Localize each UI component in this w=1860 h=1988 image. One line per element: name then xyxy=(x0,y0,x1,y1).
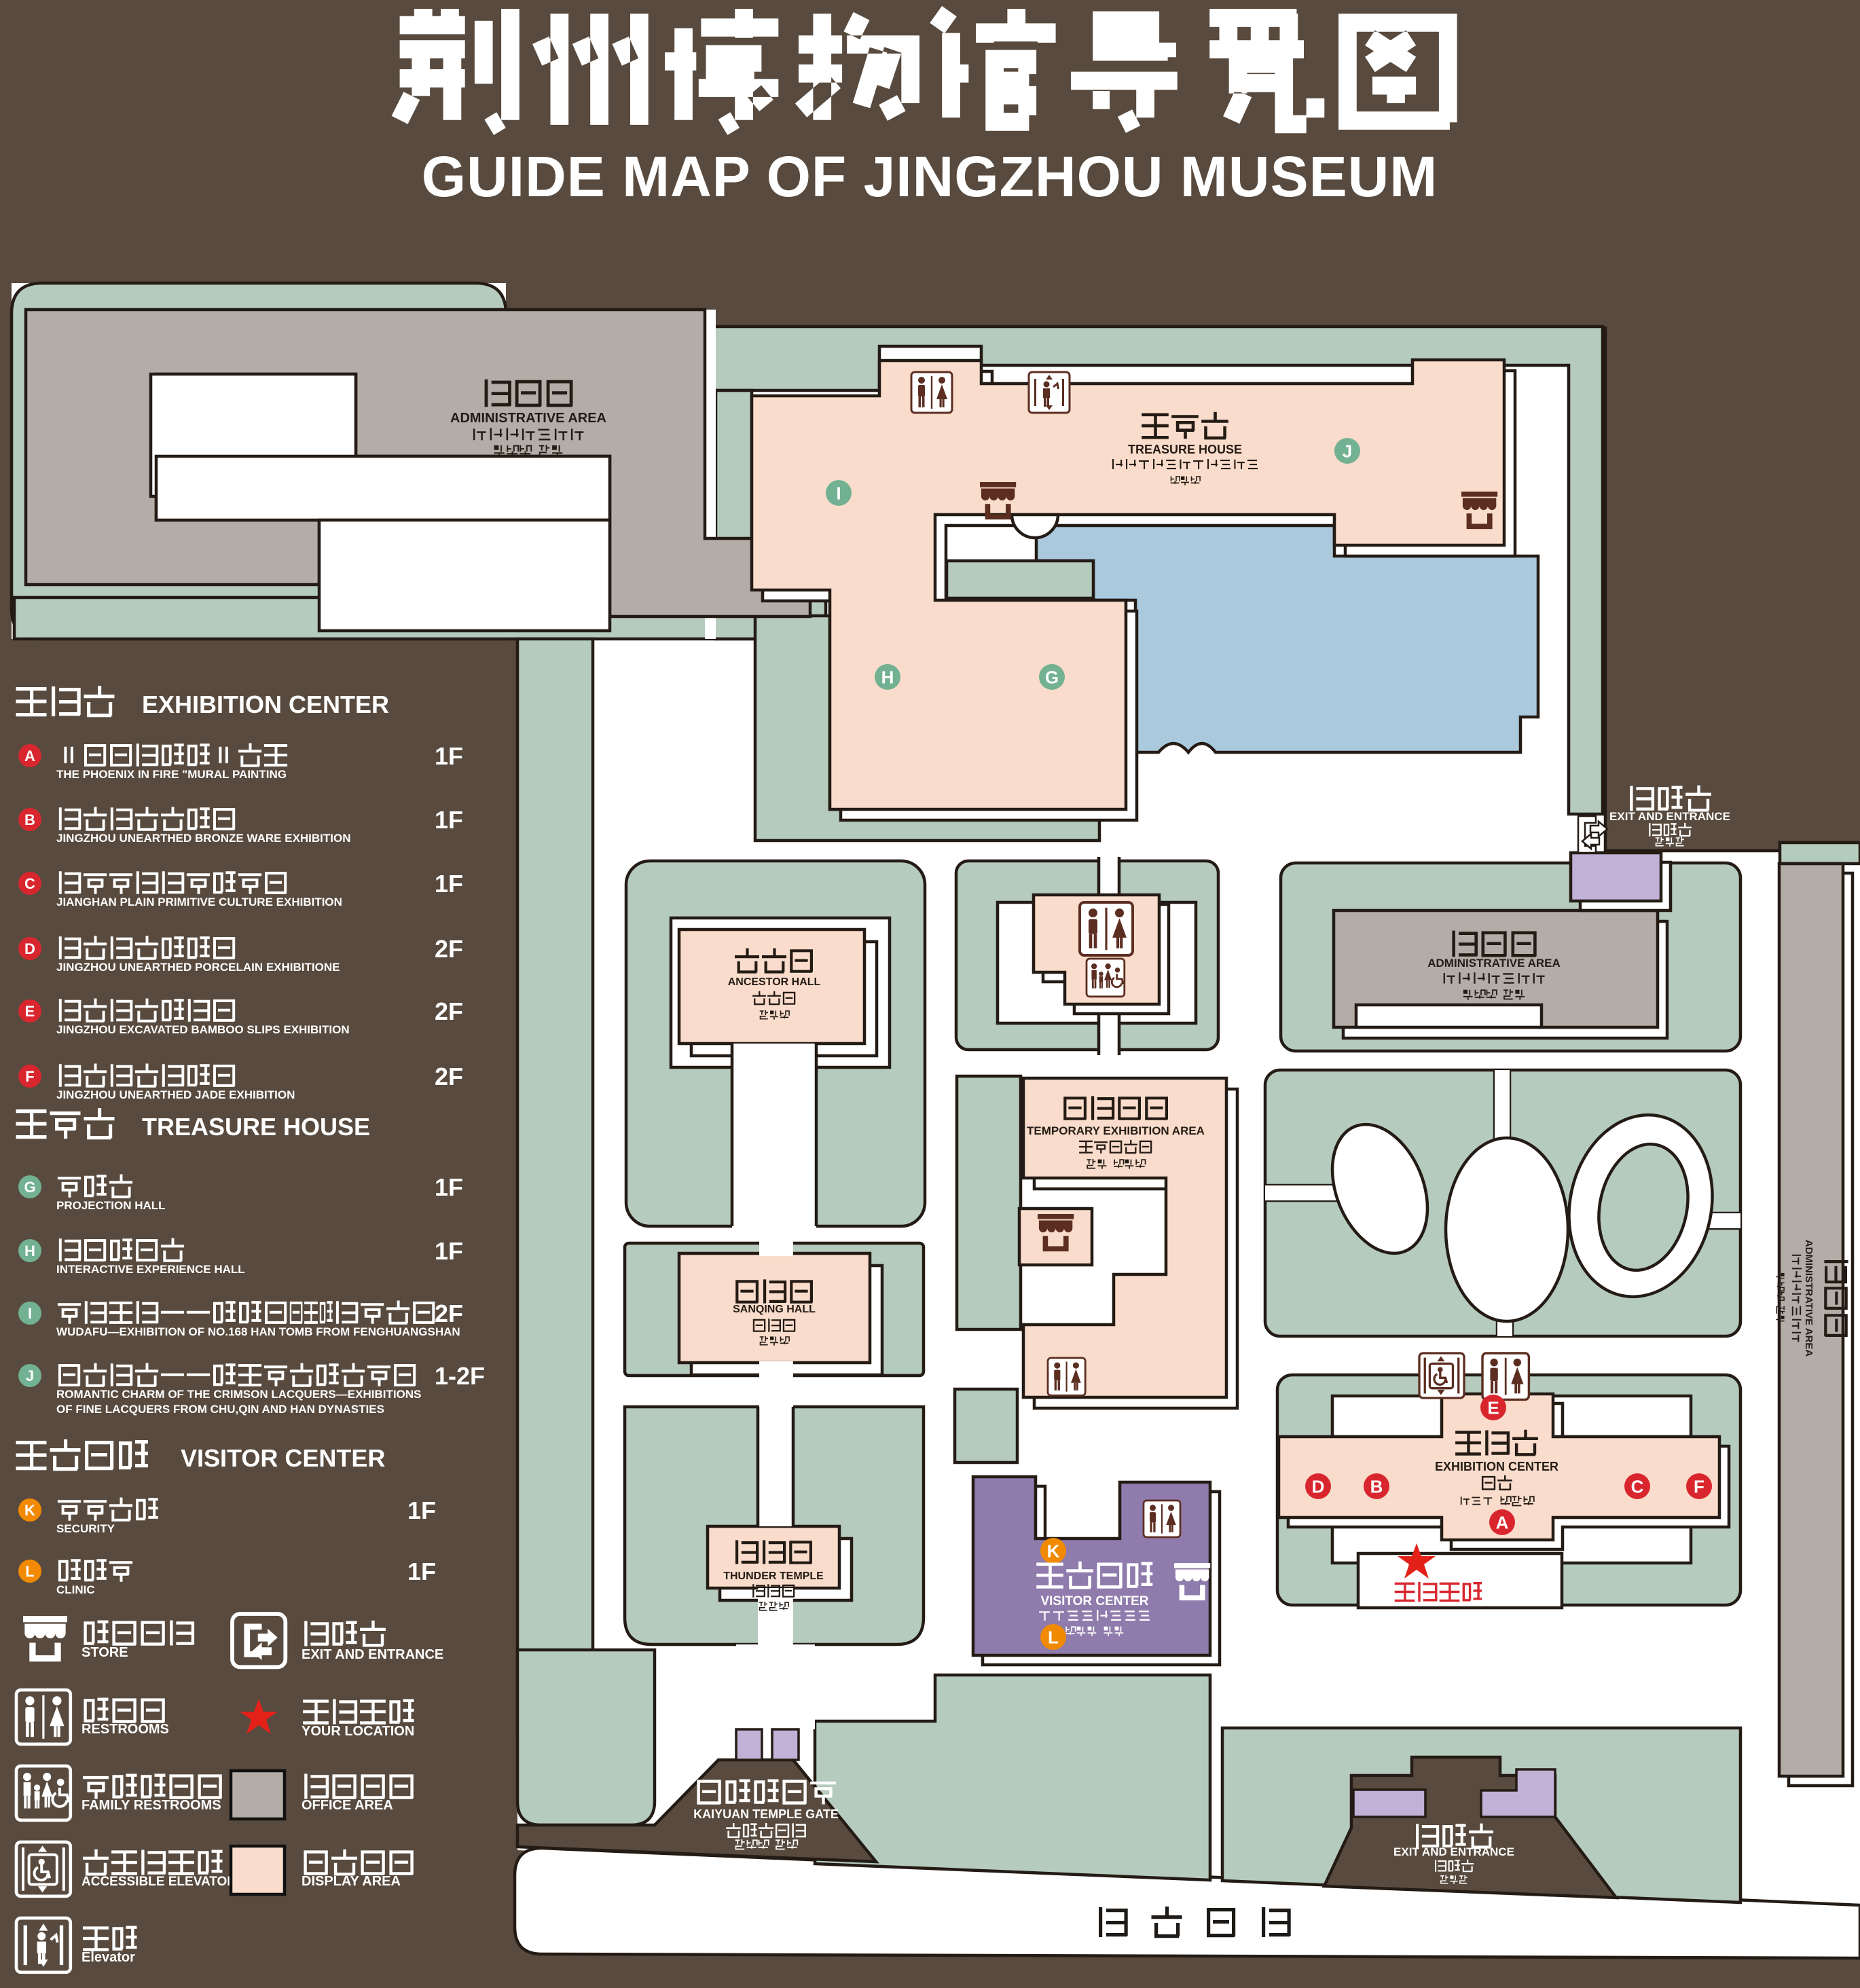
svg-text:INTERACTIVE EXPERIENCE HALL: INTERACTIVE EXPERIENCE HALL xyxy=(56,1263,245,1276)
svg-text:EXIT AND ENTRANCE: EXIT AND ENTRANCE xyxy=(1393,1845,1514,1858)
svg-text:RESTROOMS: RESTROOMS xyxy=(81,1722,169,1737)
svg-text:B: B xyxy=(1370,1476,1383,1496)
svg-text:DISPLAY AREA: DISPLAY AREA xyxy=(302,1874,401,1889)
svg-text:K: K xyxy=(24,1502,35,1519)
svg-text:EXHIBITION CENTER: EXHIBITION CENTER xyxy=(1435,1460,1558,1473)
svg-text:TREASURE HOUSE: TREASURE HOUSE xyxy=(142,1113,370,1141)
svg-text:1F: 1F xyxy=(407,1558,436,1585)
svg-text:VISITOR CENTER: VISITOR CENTER xyxy=(181,1444,385,1472)
svg-text:KAIYUAN TEMPLE GATE: KAIYUAN TEMPLE GATE xyxy=(693,1807,839,1821)
svg-text:GUIDE MAP OF JINGZHOU MUSEUM: GUIDE MAP OF JINGZHOU MUSEUM xyxy=(422,145,1438,208)
svg-text:1-2F: 1-2F xyxy=(435,1362,485,1390)
svg-text:OF FINE LACQUERS FROM CHU,QIN: OF FINE LACQUERS FROM CHU,QIN AND HAN DY… xyxy=(56,1403,384,1416)
svg-text:JINGZHOU UNEARTHED PORCELAIN E: JINGZHOU UNEARTHED PORCELAIN EXHIBITIONE xyxy=(56,961,340,974)
svg-text:1F: 1F xyxy=(435,870,463,898)
svg-text:E: E xyxy=(1487,1397,1499,1418)
svg-text:H: H xyxy=(24,1242,35,1259)
svg-text:J: J xyxy=(1343,441,1352,461)
svg-text:D: D xyxy=(1312,1476,1325,1496)
svg-text:2F: 2F xyxy=(435,1300,463,1327)
svg-text:I: I xyxy=(836,483,841,503)
svg-text:EXIT AND ENTRANCE: EXIT AND ENTRANCE xyxy=(1609,810,1730,823)
svg-text:D: D xyxy=(24,940,35,957)
svg-text:F: F xyxy=(1694,1476,1704,1496)
svg-text:EXIT AND ENTRANCE: EXIT AND ENTRANCE xyxy=(302,1647,443,1662)
svg-text:JIANGHAN PLAIN PRIMITIVE CULTU: JIANGHAN PLAIN PRIMITIVE CULTURE EXHIBIT… xyxy=(56,896,342,908)
svg-text:PROJECTION HALL: PROJECTION HALL xyxy=(56,1199,166,1212)
svg-text:VISITOR CENTER: VISITOR CENTER xyxy=(1040,1594,1148,1608)
svg-text:G: G xyxy=(1045,667,1059,687)
svg-text:JINGZHOU EXCAVATED BAMBOO SLIP: JINGZHOU EXCAVATED BAMBOO SLIPS EXHIBITI… xyxy=(56,1023,350,1036)
svg-text:TEMPORARY EXHIBITION AREA: TEMPORARY EXHIBITION AREA xyxy=(1027,1124,1205,1137)
svg-text:ACCESSIBLE ELEVATOR: ACCESSIBLE ELEVATOR xyxy=(81,1875,236,1889)
svg-text:2F: 2F xyxy=(435,997,463,1025)
svg-text:FAMILY RESTROOMS: FAMILY RESTROOMS xyxy=(81,1798,221,1813)
svg-text:E: E xyxy=(25,1003,35,1020)
svg-text:JINGZHOU UNEARTHED BRONZE WARE: JINGZHOU UNEARTHED BRONZE WARE EXHIBITIO… xyxy=(56,832,351,845)
svg-text:1F: 1F xyxy=(435,1237,463,1265)
svg-text:CLINIC: CLINIC xyxy=(56,1583,95,1596)
svg-text:EXHIBITION CENTER: EXHIBITION CENTER xyxy=(142,691,389,718)
svg-text:2F: 2F xyxy=(435,1063,463,1090)
svg-text:2F: 2F xyxy=(435,935,463,963)
svg-text:A: A xyxy=(24,748,35,765)
svg-text:K: K xyxy=(1047,1541,1060,1561)
svg-text:STORE: STORE xyxy=(81,1645,128,1660)
svg-text:ANCESTOR HALL: ANCESTOR HALL xyxy=(728,976,821,988)
svg-text:1F: 1F xyxy=(435,742,463,770)
svg-text:C: C xyxy=(1631,1476,1644,1496)
svg-text:1F: 1F xyxy=(435,806,463,834)
svg-text:OFFICE AREA: OFFICE AREA xyxy=(302,1798,393,1813)
svg-text:G: G xyxy=(24,1179,35,1196)
svg-text:L: L xyxy=(25,1563,34,1580)
svg-text:ROMANTIC CHARM OF THE CRIMSON: ROMANTIC CHARM OF THE CRIMSON LACQUERS—E… xyxy=(56,1388,421,1401)
svg-text:A: A xyxy=(1496,1512,1509,1532)
svg-text:1F: 1F xyxy=(407,1496,436,1524)
svg-text:F: F xyxy=(25,1068,34,1085)
svg-text:J: J xyxy=(26,1367,34,1384)
svg-text:B: B xyxy=(24,811,35,828)
svg-text:ADMINISTRATIVE AREA: ADMINISTRATIVE AREA xyxy=(1803,1240,1815,1357)
svg-text:SANQING HALL: SANQING HALL xyxy=(733,1304,816,1315)
svg-text:THUNDER TEMPLE: THUNDER TEMPLE xyxy=(723,1570,824,1582)
svg-text:Elevator: Elevator xyxy=(81,1950,135,1965)
svg-text:ADMINISTRATIVE AREA: ADMINISTRATIVE AREA xyxy=(450,411,606,426)
svg-text:WUDAFU—EXHIBITION OF NO.168 HA: WUDAFU—EXHIBITION OF NO.168 HAN TOMB FRO… xyxy=(56,1325,460,1338)
svg-text:THE PHOENIX IN FIRE "MURAL PAI: THE PHOENIX IN FIRE "MURAL PAINTING xyxy=(56,768,287,781)
svg-text:TREASURE HOUSE: TREASURE HOUSE xyxy=(1128,443,1242,456)
svg-text:1F: 1F xyxy=(435,1173,463,1201)
svg-text:I: I xyxy=(28,1305,32,1322)
svg-text:H: H xyxy=(881,667,894,687)
svg-text:JINGZHOU UNEARTHED JADE EXHIBI: JINGZHOU UNEARTHED JADE EXHIBITION xyxy=(56,1088,295,1101)
svg-text:L: L xyxy=(1048,1627,1059,1647)
svg-text:YOUR LOCATION: YOUR LOCATION xyxy=(302,1724,414,1739)
svg-text:C: C xyxy=(24,875,35,892)
svg-text:SECURITY: SECURITY xyxy=(56,1522,115,1535)
svg-text:ADMINISTRATIVE AREA: ADMINISTRATIVE AREA xyxy=(1427,957,1561,970)
